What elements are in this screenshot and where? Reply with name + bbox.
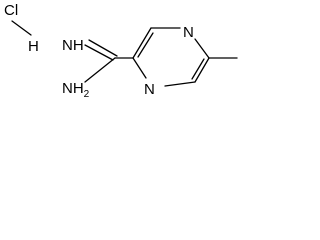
c-n-double-bond-outer bbox=[84, 44, 114, 61]
amine-nitrogen-label: NH2 bbox=[62, 80, 90, 100]
ring-bond-1-inner bbox=[137, 32, 154, 58]
hydrogen-atom-label: H bbox=[28, 38, 39, 55]
ring-bond-6 bbox=[132, 57, 147, 79]
imine-nitrogen-label: NH bbox=[62, 37, 84, 54]
ring-bond-3 bbox=[194, 38, 210, 59]
ring-nitrogen-top-label: N bbox=[183, 24, 194, 41]
chemical-structure-diagram: Cl H NH NH2 N N bbox=[4, 2, 238, 100]
h-cl-bond bbox=[11, 20, 32, 36]
ring-bond-1 bbox=[132, 27, 152, 59]
ring-nitrogen-bottom-label: N bbox=[144, 81, 155, 98]
c-n-double-bond-inner bbox=[88, 39, 118, 57]
ring-bond-4 bbox=[194, 57, 210, 83]
chlorine-atom-label: Cl bbox=[4, 2, 18, 19]
c-nh2-bond bbox=[84, 57, 116, 83]
ring-bond-4-inner bbox=[191, 58, 205, 80]
ring-bond-5 bbox=[164, 81, 196, 87]
